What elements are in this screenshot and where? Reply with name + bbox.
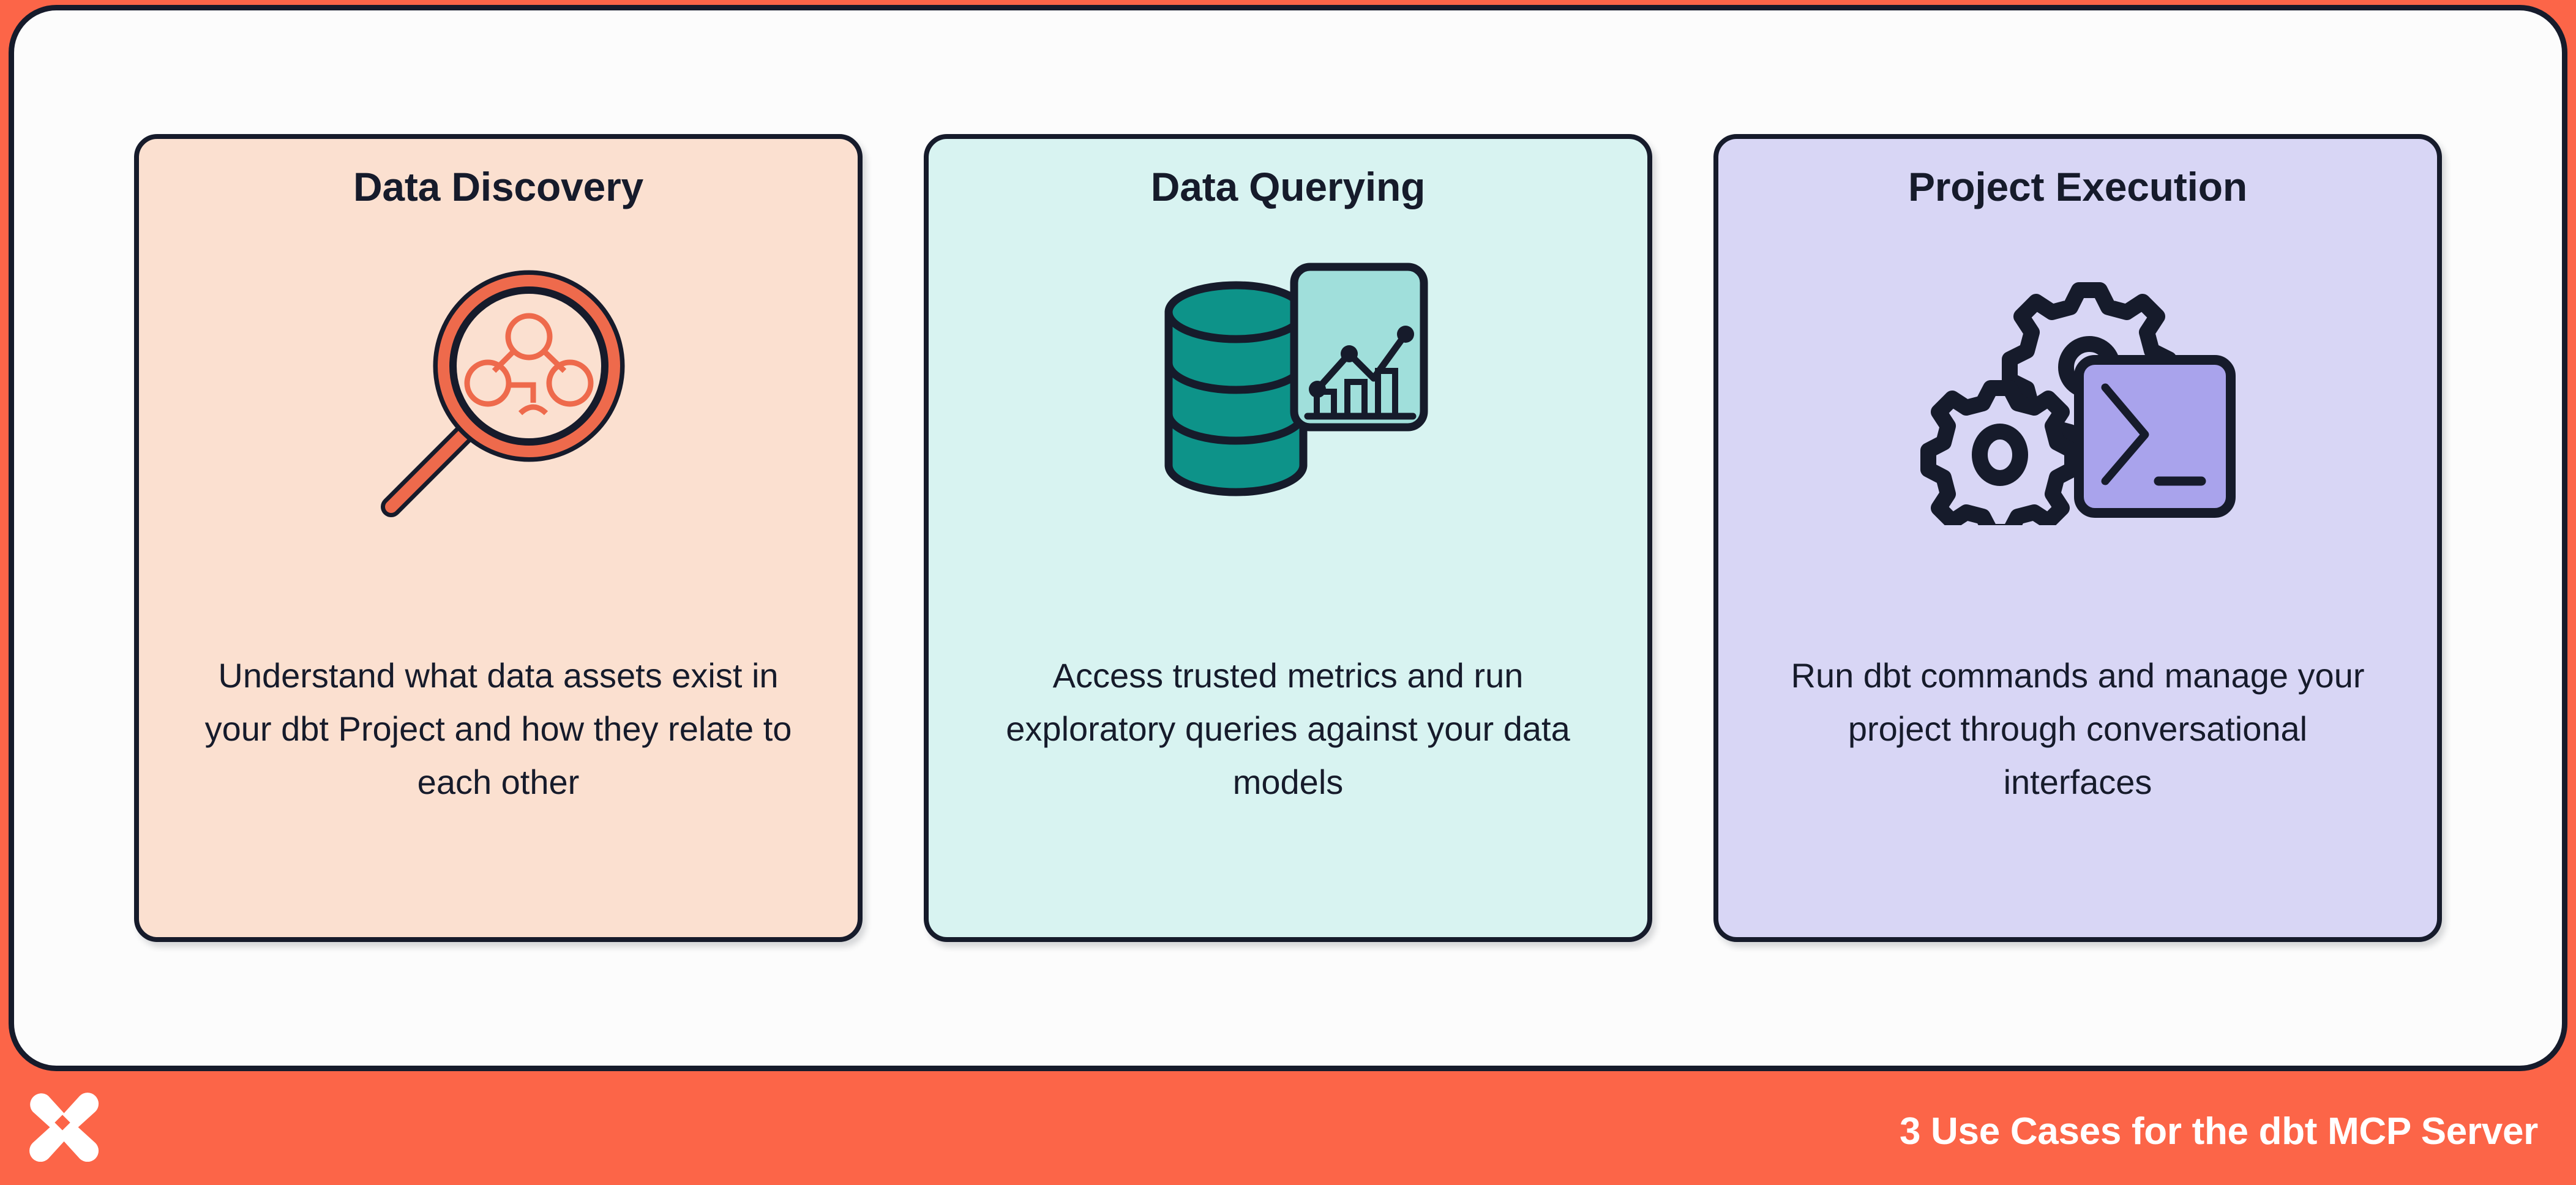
footer-caption: 3 Use Cases for the dbt MCP Server	[1899, 1110, 2538, 1153]
card-title: Data Querying	[1150, 164, 1426, 209]
card-data-discovery[interactable]: Data Discovery	[134, 134, 863, 942]
card-body: Access trusted metrics and run explorato…	[1006, 656, 1570, 801]
gears-terminal-icon	[1919, 225, 2237, 568]
card-title: Project Execution	[1908, 164, 2248, 209]
card-body: Run dbt commands and manage your project…	[1791, 656, 2365, 801]
card-title: Data Discovery	[353, 164, 644, 209]
magnifying-glass-lineage-icon	[354, 225, 642, 568]
card-row: Data Discovery	[14, 10, 2562, 1066]
card-body: Understand what data assets exist in you…	[204, 656, 792, 801]
content-panel: Data Discovery	[9, 5, 2567, 1071]
database-chart-icon	[1141, 225, 1435, 568]
card-data-querying[interactable]: Data Querying	[924, 134, 1652, 942]
card-project-execution[interactable]: Project Execution	[1713, 134, 2442, 942]
footer-bar	[0, 1065, 2576, 1185]
dbt-logo-icon	[29, 1093, 99, 1162]
